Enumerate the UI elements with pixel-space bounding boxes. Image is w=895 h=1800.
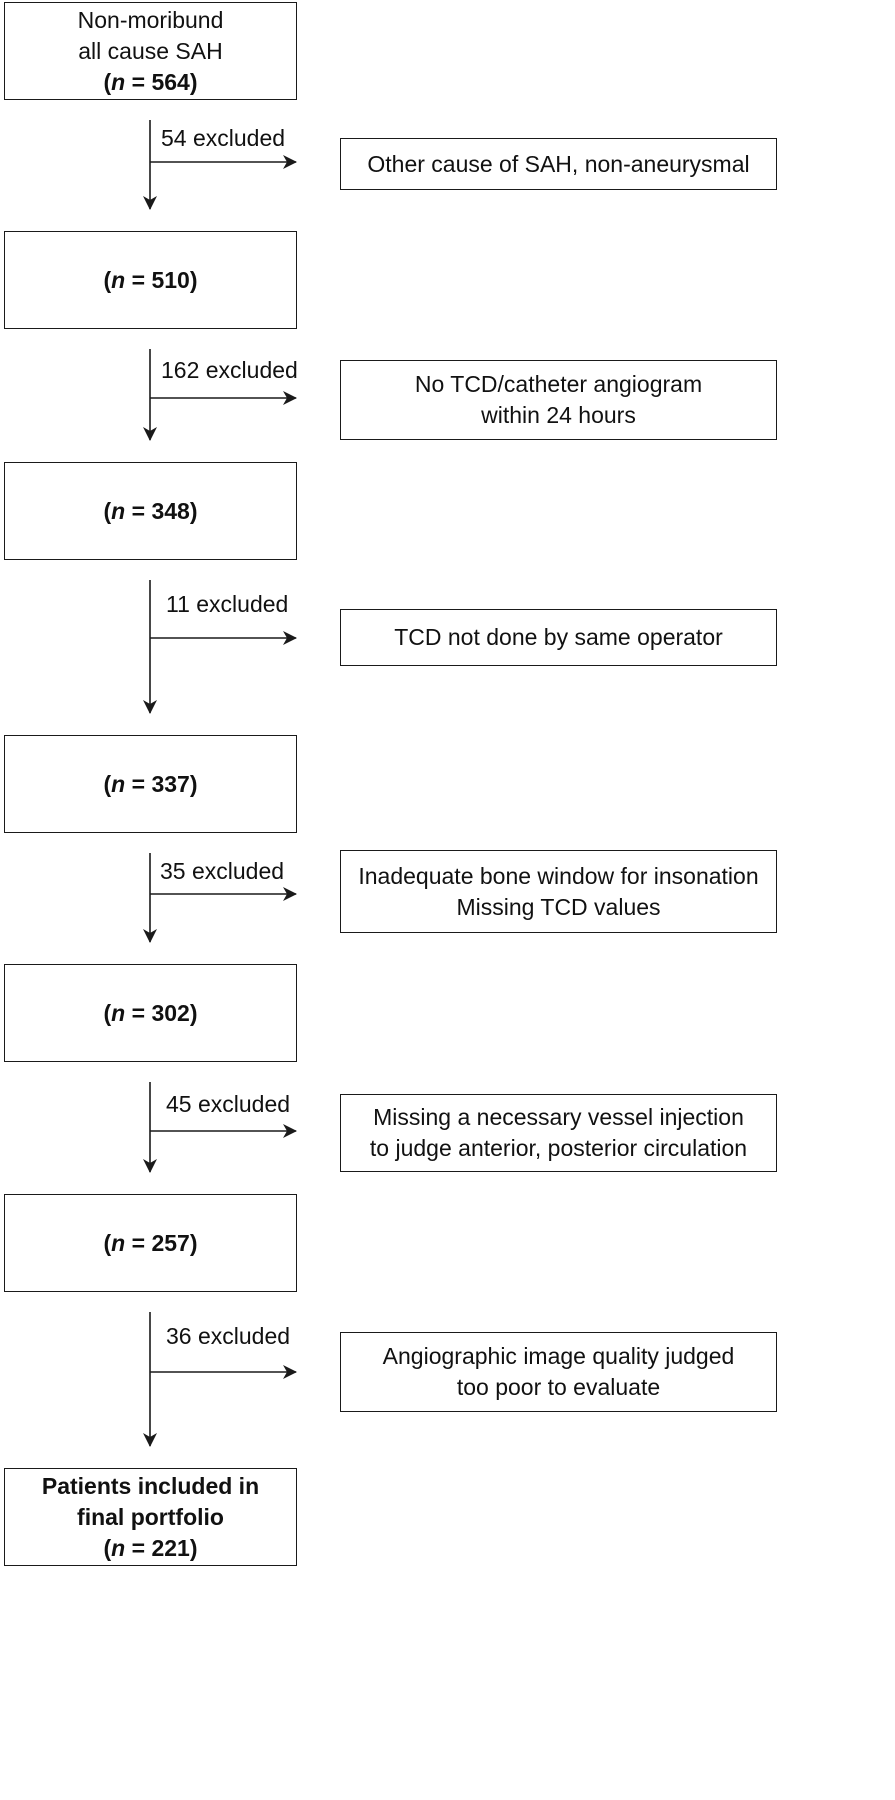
excluded-count-label: 35 excluded bbox=[160, 858, 285, 884]
count-variable: n bbox=[111, 266, 126, 293]
patient-count: (n = 257) bbox=[104, 1228, 198, 1259]
count-open-paren: ( bbox=[103, 68, 112, 95]
count-variable: n bbox=[111, 1534, 126, 1561]
count-value: 337 bbox=[151, 770, 190, 797]
cohort-box: (n = 337) bbox=[4, 735, 297, 833]
patient-count: (n = 510) bbox=[104, 265, 198, 296]
count-equals: = bbox=[125, 1229, 152, 1256]
count-open-paren: ( bbox=[103, 497, 112, 524]
cohort-box: (n = 510) bbox=[4, 231, 297, 329]
patient-count: (n = 348) bbox=[104, 496, 198, 527]
exclusion-reason-box: Other cause of SAH, non-aneurysmal bbox=[340, 138, 777, 190]
cohort-label: all cause SAH bbox=[78, 37, 223, 64]
cohort-label: Non-moribund bbox=[77, 6, 224, 33]
cohort-box: Non-moribund all cause SAH (n = 564) bbox=[4, 2, 297, 100]
count-open-paren: ( bbox=[103, 266, 112, 293]
count-open-paren: ( bbox=[103, 1534, 112, 1561]
count-close-paren: ) bbox=[189, 1534, 198, 1561]
count-close-paren: ) bbox=[189, 1229, 198, 1256]
count-equals: = bbox=[125, 770, 152, 797]
excluded-count-label: 36 excluded bbox=[166, 1323, 291, 1349]
exclusion-reason-box: Missing a necessary vessel injection to j… bbox=[340, 1094, 777, 1172]
count-value: 257 bbox=[151, 1229, 190, 1256]
patient-count: (n = 221) bbox=[104, 1533, 198, 1564]
cohort-box: (n = 348) bbox=[4, 462, 297, 560]
patient-count: (n = 564) bbox=[104, 67, 198, 98]
count-variable: n bbox=[111, 999, 126, 1026]
exclusion-reason-text: Inadequate bone window for insonation bbox=[358, 862, 759, 889]
exclusion-reason-text: Angiographic image quality judged bbox=[382, 1343, 735, 1369]
count-open-paren: ( bbox=[103, 1229, 112, 1256]
exclusion-reason-text: No TCD/catheter angiogram bbox=[414, 371, 703, 397]
count-value: 510 bbox=[151, 266, 190, 293]
exclusion-reason-box: No TCD/catheter angiogram within 24 hours bbox=[340, 360, 777, 440]
count-variable: n bbox=[111, 497, 126, 524]
count-variable: n bbox=[111, 1229, 126, 1256]
excluded-count-label: 54 excluded bbox=[161, 125, 286, 151]
exclusion-reason-text: too poor to evaluate bbox=[456, 1374, 661, 1400]
patient-count: (n = 337) bbox=[104, 769, 198, 800]
count-open-paren: ( bbox=[103, 770, 112, 797]
exclusion-reason-box: TCD not done by same operator bbox=[340, 609, 777, 666]
count-equals: = bbox=[125, 1534, 152, 1561]
exclusion-reason-text: Missing TCD values bbox=[456, 893, 661, 920]
excluded-count-label: 45 excluded bbox=[166, 1091, 291, 1117]
count-close-paren: ) bbox=[189, 497, 198, 524]
count-equals: = bbox=[125, 497, 152, 524]
exclusion-reason-text: Other cause of SAH, non-aneurysmal bbox=[367, 150, 750, 177]
cohort-label: Patients included in bbox=[41, 1472, 260, 1499]
count-open-paren: ( bbox=[103, 999, 112, 1026]
count-close-paren: ) bbox=[189, 68, 198, 95]
count-value: 348 bbox=[151, 497, 190, 524]
patient-count: (n = 302) bbox=[104, 998, 198, 1029]
count-close-paren: ) bbox=[189, 770, 198, 797]
cohort-box: (n = 257) bbox=[4, 1194, 297, 1292]
exclusion-reason-text: Missing a necessary vessel injection bbox=[373, 1104, 744, 1130]
exclusion-reason-box: Angiographic image quality judged too poo… bbox=[340, 1332, 777, 1412]
count-variable: n bbox=[111, 770, 126, 797]
exclusion-reason-text: to judge anterior, posterior circulation bbox=[369, 1135, 748, 1161]
count-close-paren: ) bbox=[189, 999, 198, 1026]
count-equals: = bbox=[125, 266, 152, 293]
cohort-box: (n = 302) bbox=[4, 964, 297, 1062]
exclusion-reason-text: within 24 hours bbox=[481, 402, 636, 428]
count-value: 302 bbox=[151, 999, 190, 1026]
count-equals: = bbox=[125, 68, 152, 95]
excluded-count-label: 11 excluded bbox=[166, 591, 289, 617]
excluded-count-label: 162 excluded bbox=[161, 357, 298, 383]
count-equals: = bbox=[125, 999, 152, 1026]
count-value: 221 bbox=[151, 1534, 190, 1561]
cohort-label: final portfolio bbox=[77, 1503, 224, 1530]
final-cohort-box: Patients included in final portfolio (n = … bbox=[4, 1468, 297, 1566]
count-close-paren: ) bbox=[189, 266, 198, 293]
count-value: 564 bbox=[151, 68, 190, 95]
count-variable: n bbox=[111, 68, 126, 95]
exclusion-reason-text: TCD not done by same operator bbox=[394, 624, 723, 650]
